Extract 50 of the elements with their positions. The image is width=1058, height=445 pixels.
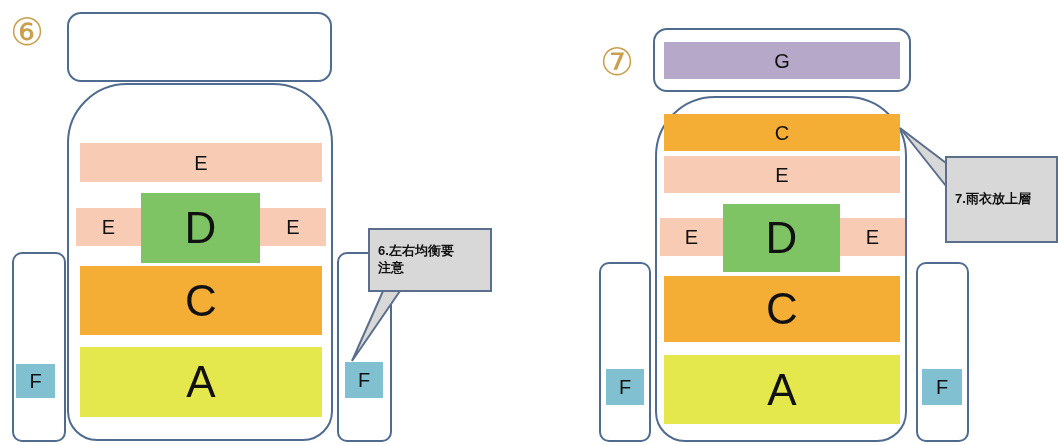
compartment-label: A xyxy=(767,363,797,416)
compartment-label: E xyxy=(286,215,300,240)
callout-pointer xyxy=(351,290,402,362)
callout-text: 6.左右均衡要注意 xyxy=(378,243,455,277)
callout-pointer xyxy=(899,127,947,189)
compartment-block xyxy=(141,193,260,263)
compartment-bar xyxy=(660,218,723,256)
compartment-label: F xyxy=(935,375,949,400)
compartment-label: E xyxy=(194,150,208,176)
compartment-label: A xyxy=(186,356,216,409)
callout-box xyxy=(945,156,1058,243)
pack-body xyxy=(655,96,907,442)
side-pocket xyxy=(12,252,66,442)
compartment-label: E xyxy=(775,162,789,188)
compartment-label: C xyxy=(766,283,798,336)
step-number: ⑦ xyxy=(600,43,635,81)
compartment-bar xyxy=(664,156,900,193)
compartment-label: F xyxy=(29,369,42,394)
pocket-block xyxy=(922,369,962,405)
compartment-label: D xyxy=(765,212,798,265)
callout-text: 7.雨衣放上層 xyxy=(955,191,1031,208)
compartment-bar xyxy=(76,208,141,246)
compartment-block xyxy=(723,204,840,272)
side-pocket xyxy=(599,262,651,442)
compartment-bar xyxy=(664,42,900,79)
side-pocket xyxy=(916,262,969,442)
compartment-label: C xyxy=(774,120,790,146)
compartment-label: E xyxy=(684,225,699,250)
step-number: ⑥ xyxy=(10,13,45,51)
compartment-bar xyxy=(664,114,900,151)
lid-box xyxy=(653,28,911,92)
compartment-label: C xyxy=(185,274,217,327)
compartment-bar xyxy=(260,208,326,246)
compartment-label: D xyxy=(184,202,217,255)
compartment-bar xyxy=(664,276,900,342)
compartment-label: F xyxy=(357,368,371,393)
compartment-bar xyxy=(80,143,322,182)
compartment-label: F xyxy=(618,375,632,400)
compartment-bar xyxy=(80,347,322,417)
compartment-bar xyxy=(840,218,905,256)
compartment-label: G xyxy=(774,48,790,74)
pocket-block xyxy=(345,362,383,398)
compartment-bar xyxy=(664,355,900,424)
compartment-label: E xyxy=(865,225,880,250)
lid-box xyxy=(67,12,332,82)
pack-body xyxy=(67,83,333,441)
pocket-block xyxy=(16,364,55,398)
pocket-block xyxy=(606,369,644,405)
compartment-label: E xyxy=(101,215,116,240)
compartment-bar xyxy=(80,266,322,335)
